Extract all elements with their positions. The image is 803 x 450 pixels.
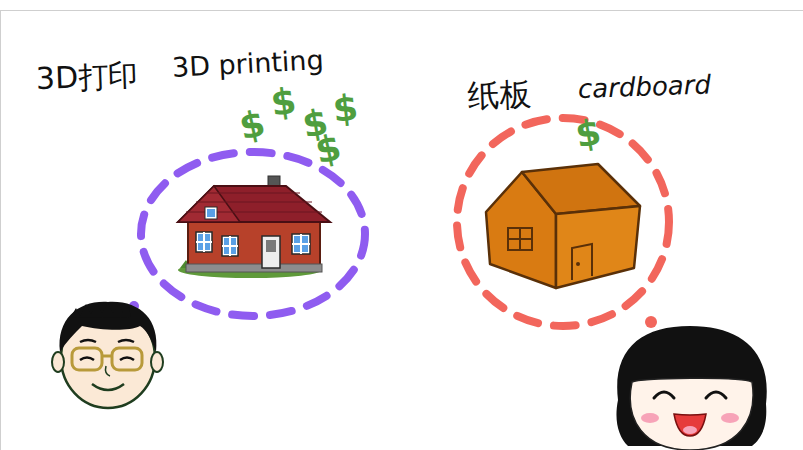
heading-label: cardboard [578, 71, 712, 102]
brick-house [178, 176, 330, 278]
heading-label: 3D打印 [35, 60, 138, 94]
frame-border [0, 10, 803, 450]
money-symbol: $ [312, 129, 344, 169]
cardboard-house [486, 164, 640, 288]
money-symbol: $ [236, 105, 268, 145]
heading-label: 3D printing [171, 46, 324, 81]
thought-bubble-red [457, 118, 669, 328]
thought-bubble-purple [129, 152, 365, 316]
money-symbol: $ [268, 83, 298, 122]
money-symbol: $ [573, 114, 604, 154]
money-symbol: $ [331, 89, 360, 127]
girl-face [616, 326, 766, 450]
man-face [52, 302, 163, 408]
heading-label: 纸板 [467, 78, 532, 112]
